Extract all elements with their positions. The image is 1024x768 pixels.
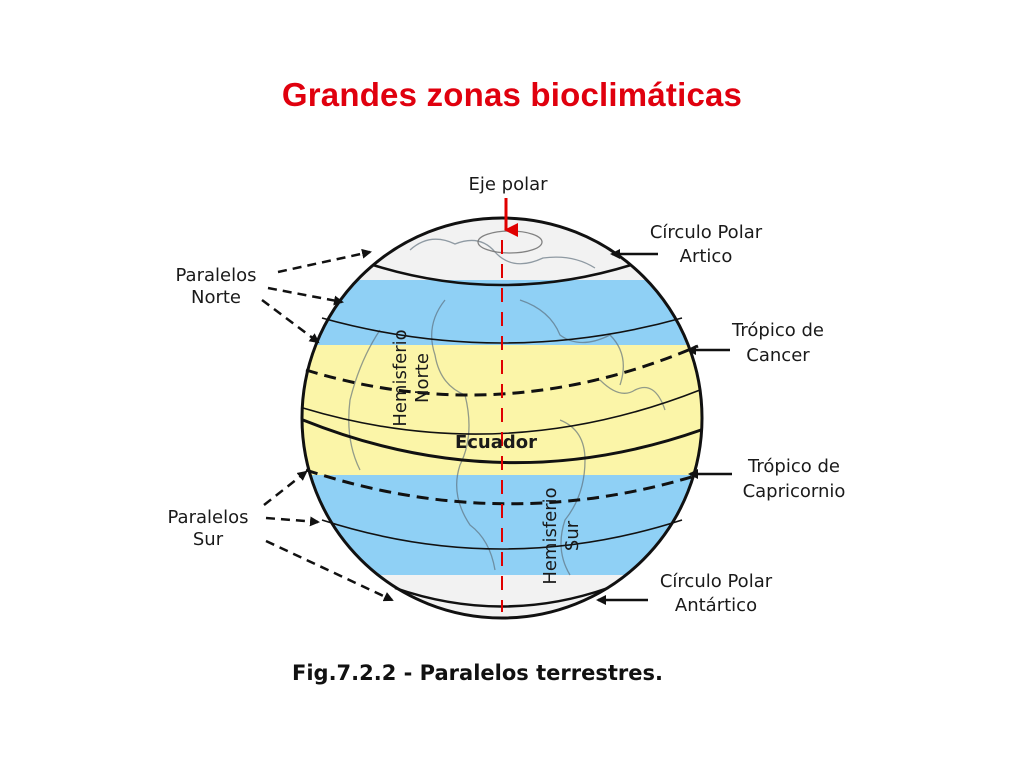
south-parallels-label-1: Paralelos bbox=[168, 507, 249, 528]
arctic-circle-label-2: Artico bbox=[680, 246, 733, 267]
arctic-circle-line bbox=[372, 263, 632, 287]
equator-label: Ecuador bbox=[455, 432, 537, 453]
south-parallels-label-2: Sur bbox=[193, 529, 224, 550]
figure-caption: Fig.7.2.2 - Paralelos terrestres. bbox=[292, 661, 663, 685]
continent-outlines bbox=[348, 230, 666, 576]
arctic-circle-label-1: Círculo Polar bbox=[650, 222, 763, 243]
south-hemisphere-label-1: Hemisferio bbox=[540, 487, 561, 584]
antarctic-circle-label-1: Círculo Polar bbox=[660, 571, 773, 592]
tropic-capricorn-label-1: Trópico de bbox=[747, 456, 840, 477]
north-hemisphere-label-2: Norte bbox=[412, 353, 433, 403]
climate-zones bbox=[302, 218, 702, 618]
south-hemisphere-label-2: Sur bbox=[562, 520, 583, 551]
south-hemisphere-label: Hemisferio Sur bbox=[540, 487, 583, 584]
tropic-cancer-label-1: Trópico de bbox=[731, 320, 824, 341]
south-parallel-line bbox=[321, 519, 683, 550]
tropic-cancer-label-2: Cancer bbox=[746, 345, 810, 366]
pointer-arrows bbox=[261, 248, 732, 605]
north-hemisphere-label: Hemisferio Norte bbox=[390, 329, 433, 426]
slide-title: Grandes zonas bioclimáticas bbox=[281, 76, 743, 113]
north-parallels-label-1: Paralelos bbox=[176, 265, 257, 286]
north-hemisphere-label-1: Hemisferio bbox=[390, 329, 411, 426]
north-parallels-label-2: Norte bbox=[191, 287, 241, 308]
antarctic-circle-label-2: Antártico bbox=[675, 595, 757, 616]
globe-outline bbox=[300, 216, 704, 620]
tropic-capricorn-line bbox=[305, 468, 699, 506]
polar-axis-label: Eje polar bbox=[468, 174, 548, 195]
tropic-capricorn-label-2: Capricornio bbox=[743, 481, 846, 502]
